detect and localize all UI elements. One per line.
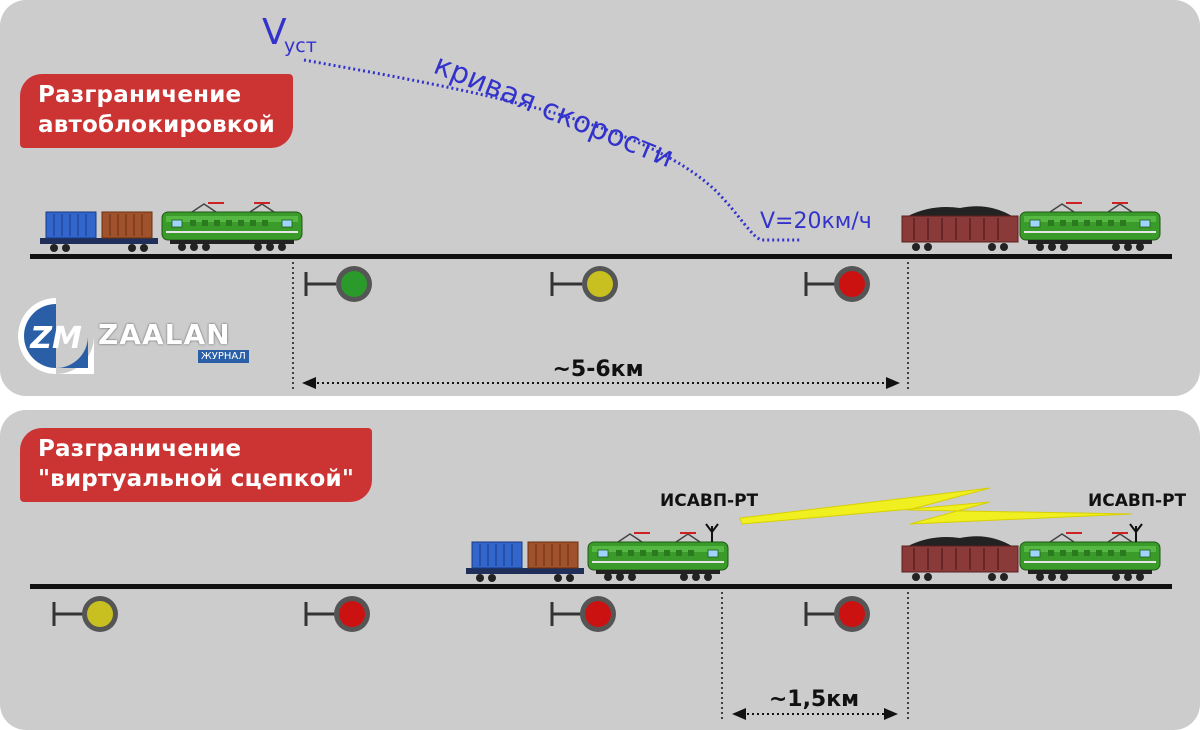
logo-mark-icon: ZM (18, 298, 94, 374)
curve-label: кривая скорости (429, 47, 678, 174)
badge-autoblock: Разграничение автоблокировкой (20, 74, 293, 148)
track-top (30, 254, 1172, 259)
signal-yellow (550, 266, 618, 302)
signal-red-bottom-3 (804, 596, 870, 632)
locomotive-right (1019, 201, 1161, 252)
top-panel: V уст кривая скорости V=20км/ч (0, 0, 1200, 396)
system-label-left: ИСАВП-РТ (660, 491, 759, 511)
speed-curve (303, 58, 802, 242)
locomotive-left (161, 201, 303, 252)
distance-arrow-bottom (732, 708, 898, 720)
container-platform-car-bottom (465, 541, 585, 583)
logo-subtitle: ЖУРНАЛ (198, 350, 249, 363)
badge-autoblock-line2: автоблокировкой (38, 112, 275, 138)
hopper-car-bottom (901, 535, 1019, 582)
badge-virtual-coupling: Разграничение "виртуальной сцепкой" (20, 428, 373, 502)
badge-virtual-line1: Разграничение (38, 436, 242, 462)
logo-name: ZAALAN (98, 318, 231, 351)
signal-red-bottom-1 (304, 596, 370, 632)
distance-label-top: ~5-6км (552, 357, 643, 382)
track-bottom (30, 584, 1172, 589)
badge-autoblock-line1: Разграничение (38, 82, 242, 108)
bottom-diagram: ИСАВП-РТ ИСАВП-РТ (30, 487, 1187, 720)
locomotive-bottom-right (1019, 531, 1161, 582)
distance-label-bottom: ~1,5км (769, 687, 859, 712)
badge-virtual-line2: "виртуальной сцепкой" (38, 466, 355, 492)
signal-yellow-bottom (52, 596, 118, 632)
top-diagram: V уст кривая скорости V=20км/ч (30, 12, 1172, 390)
container-platform-car (39, 211, 159, 253)
hopper-car (901, 205, 1019, 252)
distance-arrow-top (302, 377, 900, 389)
v-symbol: V (262, 12, 287, 53)
antenna-right-icon (1129, 523, 1143, 542)
signal-green (304, 266, 372, 302)
bottom-panel: ИСАВП-РТ ИСАВП-РТ (0, 410, 1200, 730)
locomotive-bottom-left (587, 531, 729, 582)
signal-red (804, 266, 870, 302)
antenna-left-icon (705, 523, 719, 542)
system-label-right: ИСАВП-РТ (1088, 491, 1187, 511)
v-subscript: уст (284, 35, 317, 57)
speed-label: V=20км/ч (760, 209, 872, 234)
signal-red-bottom-2 (550, 596, 616, 632)
radio-link (739, 487, 1133, 525)
logo: ZM ZAALAN ЖУРНАЛ (16, 296, 256, 376)
logo-mark-text: ZM (29, 321, 82, 356)
